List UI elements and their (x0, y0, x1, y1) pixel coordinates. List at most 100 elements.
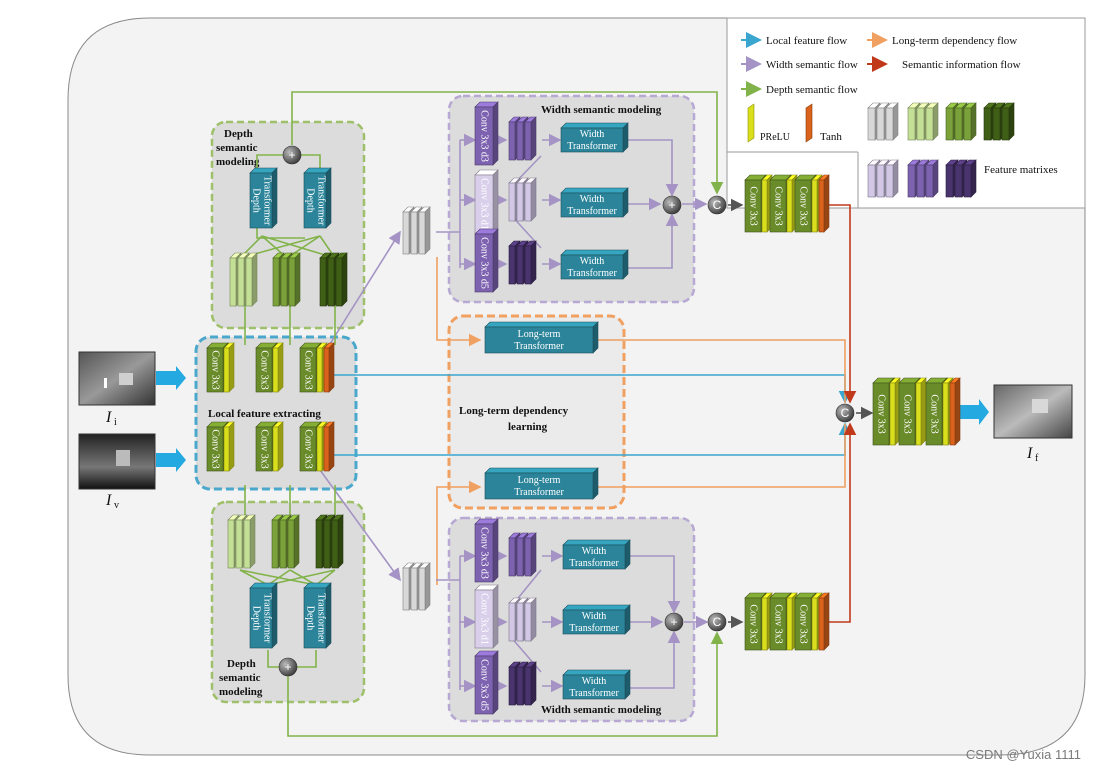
width-bottom-transformer-2-label-2: Transformer (569, 623, 619, 634)
depth-top-stack-mid-layer-2 (288, 252, 301, 307)
depth-bottom-title-3: modeling (219, 686, 263, 698)
depth-top-transformer-2-label-1: Depth (305, 188, 316, 212)
depth-bottom-transformer-2-label-2: Transformer (316, 593, 327, 643)
longterm-transformer-bottom-label-2: Transformer (514, 487, 564, 498)
width-top-transformer-1-label-2: Transformer (567, 141, 617, 152)
width-bottom-add (664, 612, 684, 632)
depth-top-stack-light-layer-2 (245, 252, 258, 307)
longterm-transformer-bottom-label-1: Long-term (518, 475, 561, 486)
width-bottom-transformer-1-label-2: Transformer (569, 558, 619, 569)
width-bottom-stack-3-layer-2 (524, 661, 537, 706)
width-bottom-input-stack-layer-2 (418, 562, 431, 611)
depth-bottom-add-symbol: + (284, 660, 291, 674)
legend-longterm-label: Long-term dependency flow (892, 35, 1017, 47)
depth-top-transformer-2 (303, 167, 332, 229)
width-top-dilated-conv-3 (474, 228, 499, 293)
semantic-top-conv-3-tanh (818, 174, 830, 233)
local-ir-conv-1-prelu (223, 342, 235, 393)
output-fused: I f (960, 384, 1073, 464)
depth-bottom-title: Depth (227, 658, 256, 670)
width-top-stack-1-layer-2 (524, 116, 537, 161)
output-arrow-icon (960, 399, 989, 425)
longterm-transformer-top-label-1: Long-term (518, 329, 561, 340)
legend-feature-label: Feature matrixes (984, 164, 1058, 176)
width-bottom-transformer-1-label-1: Width (582, 546, 607, 557)
width-top-dilated-conv-1 (474, 101, 499, 166)
local-title: Local feature extracting (208, 408, 321, 420)
depth-bottom-transformer-1-label-1: Depth (251, 606, 262, 630)
legend-depth-label: Depth semantic flow (766, 84, 858, 96)
depth-top-transformer-1 (249, 167, 278, 229)
longterm-transformer-top-label-2: Transformer (514, 341, 564, 352)
width-top-stack-3-layer-2 (524, 240, 537, 285)
depth-bottom-stack-dark-layer-2 (331, 514, 344, 569)
legend-stack-6-layer-2 (963, 159, 977, 198)
width-bottom-transformer-3 (562, 669, 631, 700)
final-concat-symbol: C (841, 406, 850, 420)
depth-top-title-2: semantic (216, 142, 258, 154)
semantic-top-conv-1-label: Conv 3x3 (748, 186, 759, 225)
width-bottom-transformer-2 (562, 604, 631, 635)
width-top-transformer-3 (560, 249, 629, 280)
legend-stack-4-layer-2 (885, 159, 899, 198)
flow-lines (239, 91, 975, 737)
width-top-add-symbol: + (668, 198, 675, 212)
legend-width-label: Width semantic flow (766, 59, 858, 71)
width-top-transformer-2 (560, 187, 629, 218)
depth-top-stack-dark-layer-2 (335, 252, 348, 307)
semantic-bottom-conv-3-tanh (818, 592, 830, 651)
width-top-input-stack-layer-2 (418, 206, 431, 255)
local-ir-conv-1-label: Conv 3x3 (210, 350, 221, 389)
longterm-module (447, 314, 626, 510)
local-ir-conv-3-tanh (323, 342, 335, 393)
semantic-bottom-conv-1-label: Conv 3x3 (748, 604, 759, 643)
depth-top-title: Depth (224, 128, 253, 140)
semantic-top-conv-2-label: Conv 3x3 (773, 186, 784, 225)
final-concat (835, 403, 855, 423)
local-vis-conv-2-prelu (272, 421, 284, 472)
longterm-title-2: learning (508, 421, 548, 433)
width-top-dilated-conv-2 (474, 169, 499, 234)
svg-text:i: i (114, 417, 117, 428)
width-top-transformer-3-label-2: Transformer (567, 268, 617, 279)
depth-bottom-transformer-1 (249, 582, 278, 649)
width-top-concat-symbol: C (713, 198, 722, 212)
width-bottom-transformer-3-label-1: Width (582, 676, 607, 687)
width-top-add (662, 195, 682, 215)
width-bottom-add-symbol: + (670, 615, 677, 629)
legend-feature-swatches (867, 102, 1015, 198)
width-bottom-transformer-1 (562, 539, 631, 570)
semantic-bottom-conv-3-label: Conv 3x3 (798, 604, 809, 643)
width-top-stack-2-layer-2 (524, 177, 537, 222)
width-bottom-transformer-3-label-2: Transformer (569, 688, 619, 699)
depth-top-title-3: modeling (216, 156, 260, 168)
fusion-conv-2-prelu (915, 377, 927, 446)
fusion-conv-3-tanh (949, 377, 961, 446)
local-ir-conv-2-label: Conv 3x3 (259, 350, 270, 389)
depth-top-transformer-1-label-1: Depth (251, 188, 262, 212)
legend-stack-3-layer-2 (1001, 102, 1015, 141)
legend-local-label: Local feature flow (766, 35, 847, 47)
width-top-dilated-conv-2-label: Conv 3x3 d1 (479, 178, 490, 230)
legend: Local feature flow Long-term dependency … (726, 17, 1086, 209)
depth-bottom-stack-light-layer-2 (243, 514, 256, 569)
depth-top-add-symbol: + (288, 148, 295, 162)
width-bottom-dilated-conv-2-label: Conv 3x3 d1 (479, 593, 490, 645)
fusion-conv-3-label: Conv 3x3 (929, 394, 940, 433)
depth-bottom-stack-mid-layer-2 (287, 514, 300, 569)
longterm-title: Long-term dependency (459, 405, 569, 417)
svg-text:f: f (1035, 453, 1039, 464)
longterm-transformer-bottom (484, 467, 599, 500)
local-vis-conv-3-label: Conv 3x3 (303, 429, 314, 468)
local-ir-conv-3-label: Conv 3x3 (303, 350, 314, 389)
prelu-swatch (747, 103, 755, 143)
legend-prelu-label: PReLU (760, 132, 791, 143)
input-visible: I v (78, 433, 186, 511)
width-bottom-dilated-conv-3 (474, 650, 499, 715)
width-bottom-stack-2-layer-2 (524, 597, 537, 642)
legend-stack-2-layer-2 (963, 102, 977, 141)
depth-bottom-add (278, 657, 298, 677)
depth-bottom-transformer-2-label-1: Depth (305, 606, 316, 630)
